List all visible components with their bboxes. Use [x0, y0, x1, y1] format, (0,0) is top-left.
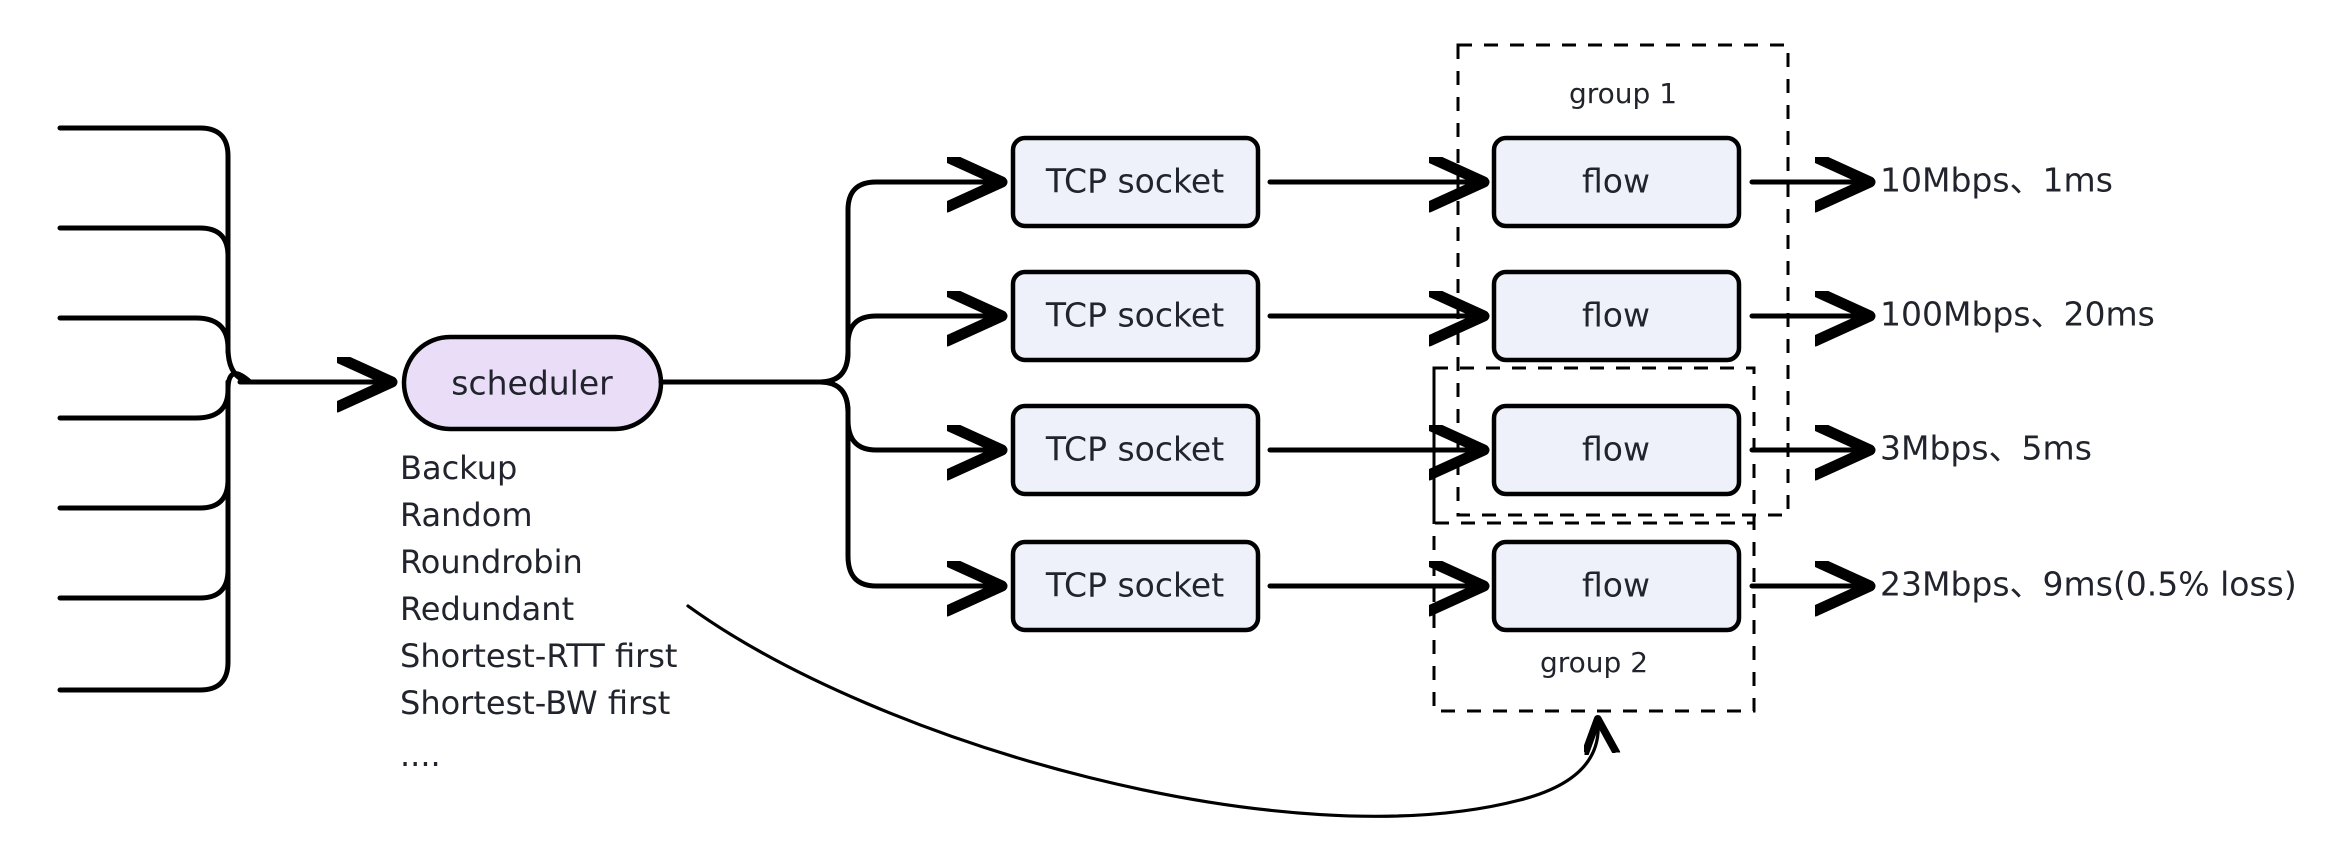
tcp-socket-label: TCP socket	[1045, 430, 1224, 469]
algorithm-item: Shortest-RTT first	[400, 637, 677, 675]
group-2-box	[1432, 366, 1756, 713]
flow-label: flow	[1582, 566, 1650, 605]
scheduler-fanout	[658, 182, 1002, 586]
algorithm-item: Redundant	[400, 590, 574, 628]
tcp-socket-label: TCP socket	[1045, 296, 1224, 335]
scheduler-label: scheduler	[451, 364, 613, 403]
tcp-socket-3[interactable]: TCP socket	[1010, 403, 1261, 497]
tcp-socket-4[interactable]: TCP socket	[1010, 539, 1261, 633]
scheduler-algorithm-list: Backup Random Roundrobin Redundant Short…	[400, 449, 677, 774]
tcp-socket-shape[interactable]	[1010, 403, 1261, 497]
algorithm-item: Backup	[400, 449, 517, 487]
flow-output-arrows	[1749, 182, 1870, 586]
group-boxes: group 1 group 2	[1432, 43, 1790, 713]
tcp-socket-1[interactable]: TCP socket	[1010, 135, 1261, 229]
tcp-socket-2[interactable]: TCP socket	[1010, 269, 1261, 363]
group2-callout-arrow	[686, 604, 1598, 818]
flow-1[interactable]: flow	[1491, 135, 1742, 229]
link-label-4: 23Mbps、9ms(0.5% loss)	[1880, 565, 2297, 604]
flow-shape[interactable]	[1491, 539, 1742, 633]
tcp-socket-shape[interactable]	[1010, 269, 1261, 363]
flow-4[interactable]: flow	[1491, 539, 1742, 633]
flow-label: flow	[1582, 162, 1650, 201]
link-label-1: 10Mbps、1ms	[1880, 161, 2113, 200]
flow-label: flow	[1582, 296, 1650, 335]
flow-3[interactable]: flow	[1491, 403, 1742, 497]
flow-label: flow	[1582, 430, 1650, 469]
link-label-3: 3Mbps、5ms	[1880, 429, 2092, 468]
input-bracket	[57, 125, 392, 693]
link-label-2: 100Mbps、20ms	[1880, 295, 2155, 334]
tcp-socket-shape[interactable]	[1010, 539, 1261, 633]
flow-shape[interactable]	[1491, 403, 1742, 497]
flow-shape[interactable]	[1491, 135, 1742, 229]
group-2-label: group 2	[1540, 646, 1648, 679]
tcp-socket-label: TCP socket	[1045, 162, 1224, 201]
flow-shape[interactable]	[1491, 269, 1742, 363]
algorithm-item: Shortest-BW first	[400, 684, 670, 722]
tcp-socket-shape[interactable]	[1010, 135, 1261, 229]
algorithm-item: Random	[400, 496, 532, 534]
group-1-label: group 1	[1569, 77, 1677, 110]
flow-2[interactable]: flow	[1491, 269, 1742, 363]
socket-flow-connectors	[1267, 182, 1484, 586]
group-1-box	[1456, 43, 1790, 517]
tcp-socket-label: TCP socket	[1045, 566, 1224, 605]
algorithm-item: Roundrobin	[400, 543, 583, 581]
algorithm-item: ....	[400, 736, 441, 774]
